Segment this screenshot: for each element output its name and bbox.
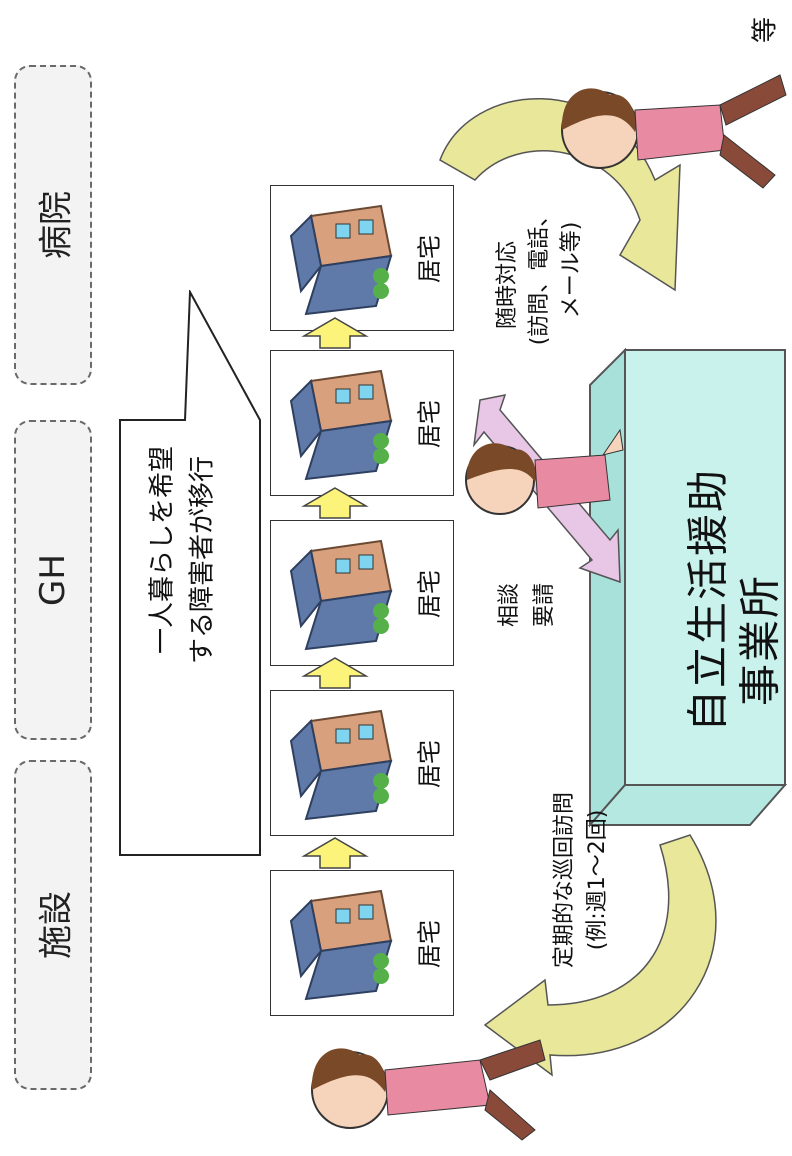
office-title-line2: 事業所 bbox=[735, 573, 785, 707]
house-icon bbox=[289, 889, 393, 1001]
on-demand-line3: メール等) bbox=[559, 221, 584, 319]
facility-box-group-home: GH bbox=[14, 420, 92, 740]
home-card: 居宅 bbox=[270, 350, 454, 496]
facility-label: 病院 bbox=[36, 191, 77, 259]
home-label: 居宅 bbox=[415, 740, 444, 788]
corner-label: 等 bbox=[750, 16, 781, 44]
person-middle-icon bbox=[465, 428, 624, 515]
facility-label: GH bbox=[33, 554, 73, 606]
home-card: 居宅 bbox=[270, 520, 454, 666]
up-arrow-icon bbox=[301, 487, 369, 519]
regular-visit-line2: (例:週1〜2回) bbox=[585, 809, 610, 951]
transition-text-line2: する障害者が移行 bbox=[187, 455, 218, 665]
home-label: 居宅 bbox=[415, 570, 444, 618]
facility-box-hospital: 病院 bbox=[14, 65, 92, 385]
transition-arrow bbox=[119, 290, 261, 856]
home-label: 居宅 bbox=[415, 400, 444, 448]
on-demand-line1: 随時対応 bbox=[495, 240, 520, 330]
house-icon bbox=[289, 204, 393, 316]
person-top-icon bbox=[561, 74, 787, 189]
house-icon bbox=[289, 369, 393, 481]
regular-visit-line1: 定期的な巡回訪問 bbox=[552, 791, 577, 969]
facility-label: 施設 bbox=[36, 891, 77, 959]
up-arrow-icon bbox=[301, 657, 369, 689]
house-icon bbox=[289, 709, 393, 821]
up-arrow-icon bbox=[301, 837, 369, 869]
person-bottom-icon bbox=[311, 1039, 546, 1141]
home-label: 居宅 bbox=[415, 920, 444, 968]
up-arrow-icon bbox=[301, 317, 369, 349]
consultation-line1: 相談 bbox=[497, 582, 522, 628]
home-card: 居宅 bbox=[270, 185, 454, 331]
on-demand-line2: (訪問、電話、 bbox=[527, 204, 552, 346]
visit-arrow-bottom bbox=[483, 834, 717, 1077]
transition-text-line1: 一人暮らしを希望 bbox=[147, 445, 178, 655]
home-card: 居宅 bbox=[270, 870, 454, 1016]
facility-box-institution: 施設 bbox=[14, 760, 92, 1090]
house-icon bbox=[289, 539, 393, 651]
home-card: 居宅 bbox=[270, 690, 454, 836]
consultation-line2: 要請 bbox=[532, 582, 557, 628]
